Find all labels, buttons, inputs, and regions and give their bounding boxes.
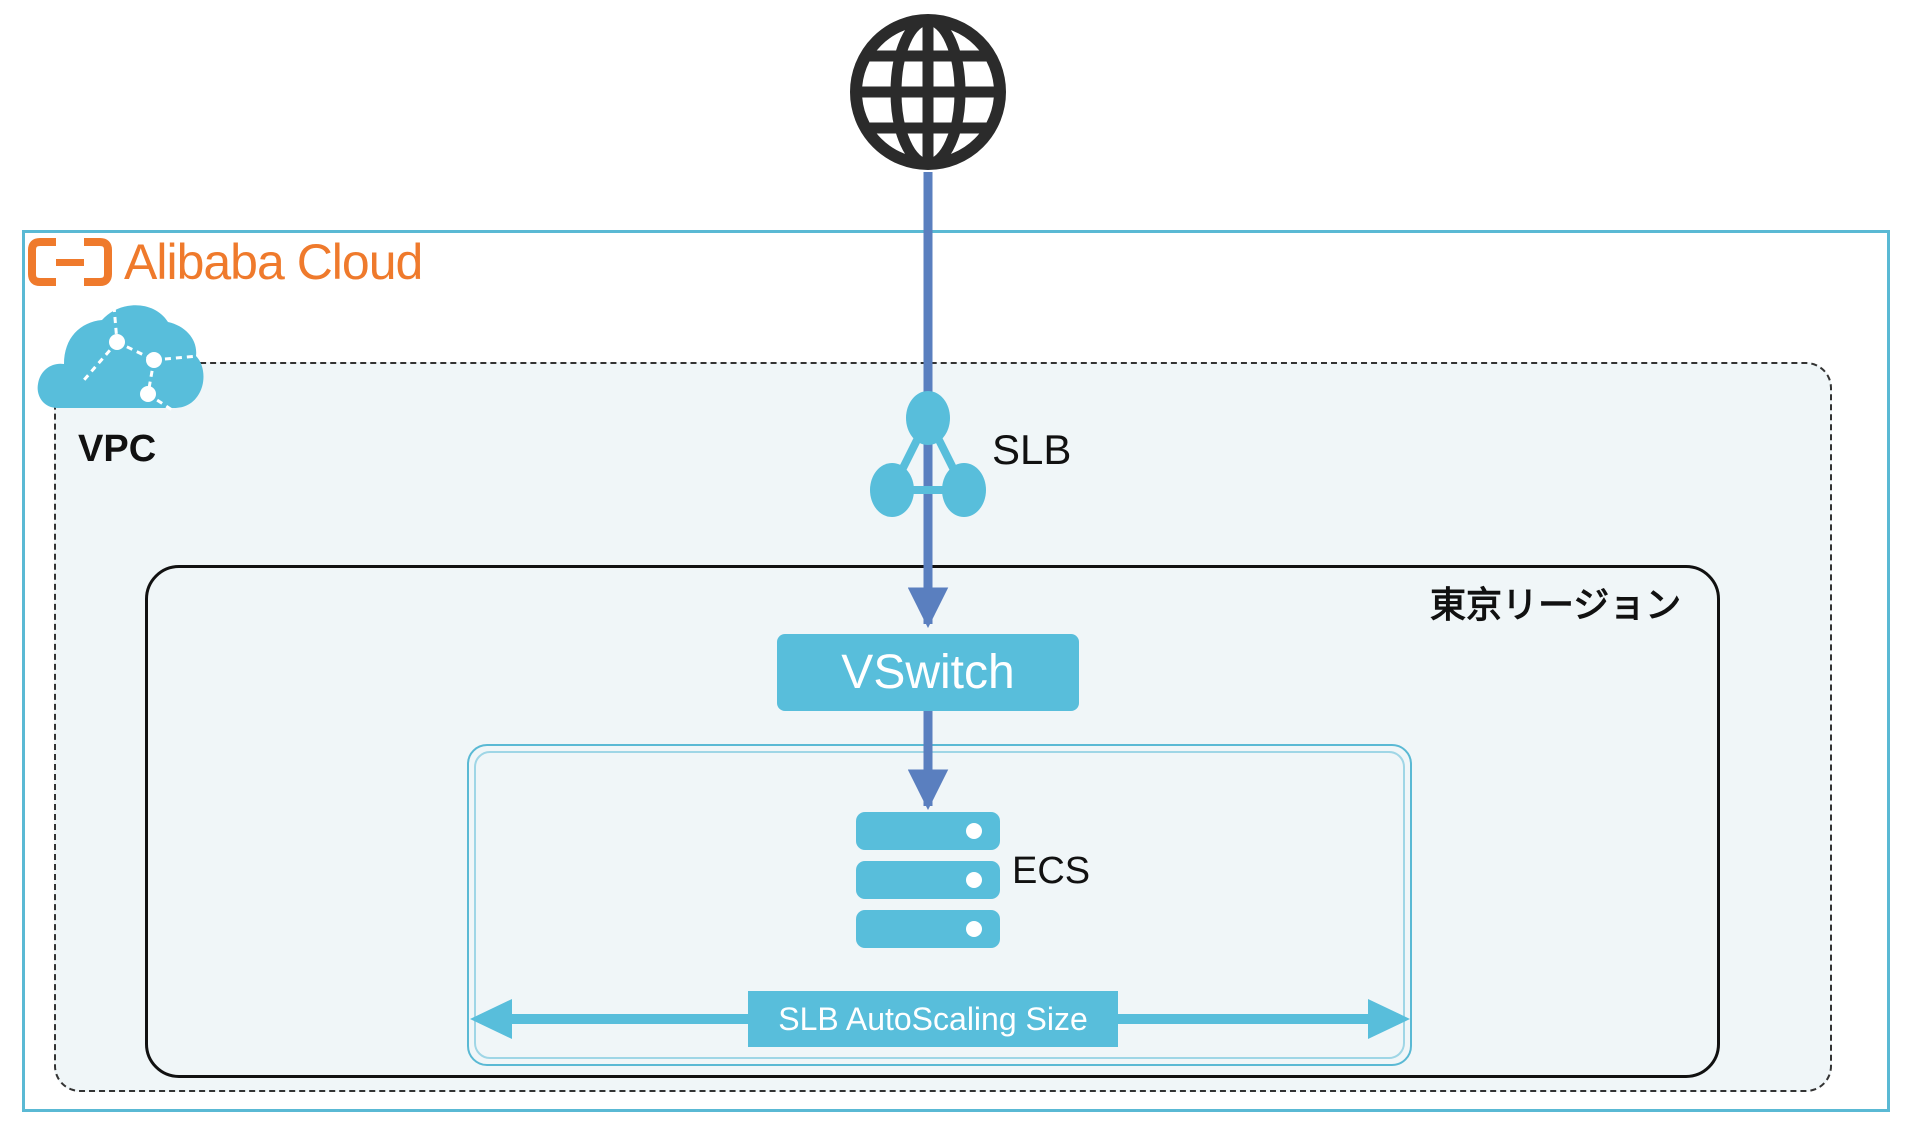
vpc-label: VPC — [78, 428, 157, 470]
server-stack-icon — [856, 812, 1000, 948]
globe-icon — [850, 14, 1006, 170]
alibaba-cloud-frame — [22, 230, 1890, 1112]
alibaba-bracket-icon — [28, 238, 112, 286]
vswitch-node: VSwitch — [777, 634, 1079, 711]
vswitch-label: VSwitch — [841, 646, 1015, 699]
alibaba-cloud-logo: Alibaba Cloud — [28, 232, 423, 292]
vpc-cloud-icon — [37, 305, 204, 411]
arrow-right-icon — [1368, 999, 1410, 1039]
autoscaling-group-inner-border — [474, 751, 1405, 1059]
autoscaling-group-boundary — [467, 744, 1412, 1066]
autoscaling-size-label: SLB AutoScaling Size — [748, 991, 1118, 1047]
ecs-label: ECS — [1012, 850, 1091, 892]
arrow-left-icon — [470, 999, 512, 1039]
slb-label: SLB — [992, 426, 1072, 473]
autoscaling-size-text: SLB AutoScaling Size — [778, 1000, 1088, 1037]
region-label: 東京リージョン — [1430, 585, 1682, 626]
load-balancer-icon — [870, 391, 986, 517]
brand-name: Alibaba Cloud — [124, 234, 423, 290]
